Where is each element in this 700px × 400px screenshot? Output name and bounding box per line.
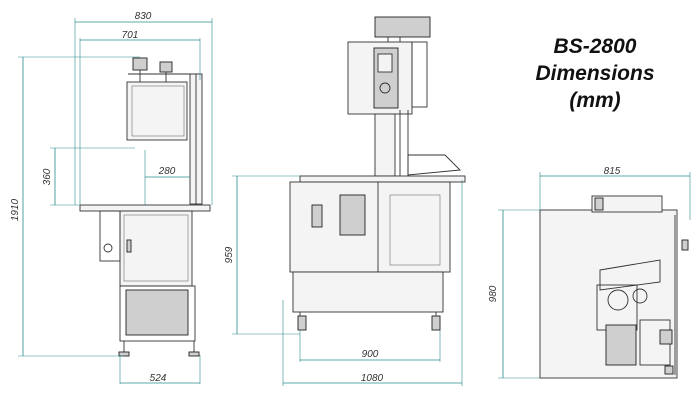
dim-280: 280	[158, 166, 176, 177]
side-lower-frame	[119, 285, 196, 342]
dim-830: 830	[135, 11, 152, 22]
dim-980: 980	[488, 285, 499, 302]
top-knob	[159, 61, 173, 73]
top-view	[539, 195, 689, 379]
front-view	[289, 16, 466, 331]
dim-701: 701	[122, 30, 139, 41]
top-upper-unit	[591, 195, 663, 213]
pusher	[407, 154, 461, 176]
dim-524: 524	[150, 373, 167, 384]
side-table	[79, 204, 211, 212]
top-view-dimensions: 815 980	[488, 166, 691, 379]
title-dimensions: Dimensions	[535, 62, 655, 85]
dim-959: 959	[224, 246, 235, 263]
blade-guide	[374, 113, 396, 177]
front-view-dimensions: 959 900 1080	[224, 175, 463, 386]
upper-wheel-housing	[126, 81, 188, 141]
dim-815: 815	[604, 166, 621, 177]
dim-360: 360	[42, 168, 53, 185]
front-table	[299, 175, 466, 183]
top-motor	[132, 57, 148, 71]
side-view	[79, 57, 211, 357]
dim-1080: 1080	[361, 373, 384, 384]
dim-1910: 1910	[10, 198, 21, 221]
title-units: (mm)	[569, 89, 621, 112]
side-view-dimensions: 830 701 1910 360 280 524	[10, 11, 213, 384]
front-motor	[374, 16, 431, 38]
front-lower-frame	[292, 271, 444, 313]
title-model: BS-2800	[553, 35, 637, 58]
dim-900: 900	[362, 349, 379, 360]
